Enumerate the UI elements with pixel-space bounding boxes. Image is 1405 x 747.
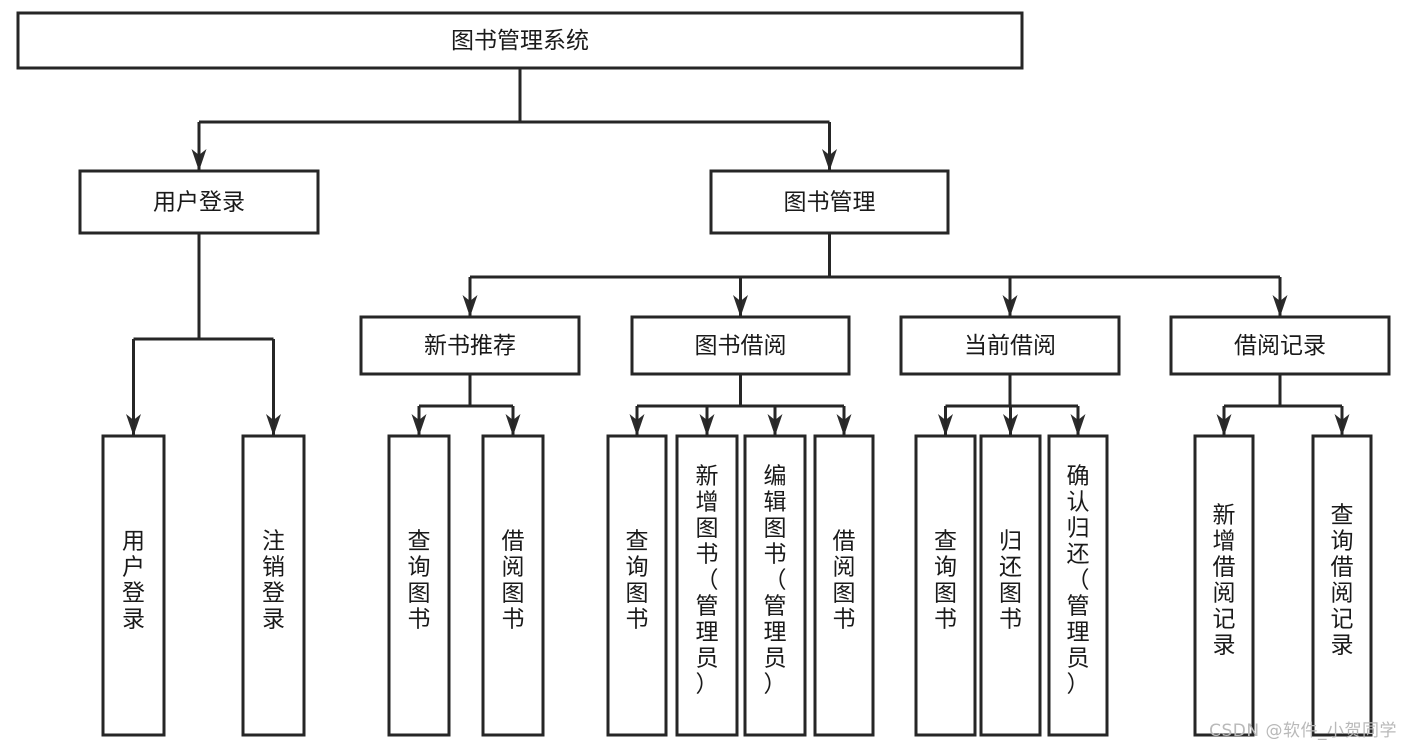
node-box-leaf-add-record[interactable] bbox=[1193, 434, 1255, 737]
node-label: 查询图书 bbox=[934, 529, 957, 633]
node-box-root[interactable] bbox=[16, 11, 1024, 70]
node-box-leaf-add-book[interactable] bbox=[675, 434, 739, 737]
node-label: 归还图书 bbox=[999, 529, 1022, 633]
node-label: 注销登录 bbox=[262, 529, 285, 633]
node-box-borrow-record[interactable] bbox=[1169, 315, 1391, 376]
node-box-leaf-logout[interactable] bbox=[241, 434, 306, 737]
node-label: 查询借阅记录 bbox=[1331, 503, 1354, 659]
node-box-leaf-query-book-2[interactable] bbox=[606, 434, 668, 737]
node-root[interactable]: 图书管理系统 bbox=[16, 11, 1024, 70]
edge-group-borrow_record bbox=[1216, 374, 1350, 436]
node-box-book-borrow[interactable] bbox=[630, 315, 851, 376]
node-leaf-query-book-2[interactable]: 查询图书 bbox=[606, 434, 668, 737]
node-label: 图书借阅 bbox=[695, 333, 787, 359]
node-label: 新书推荐 bbox=[424, 333, 516, 359]
node-label: 编辑图书（管理员） bbox=[764, 464, 787, 698]
node-book-manage[interactable]: 图书管理 bbox=[709, 169, 950, 235]
node-leaf-edit-book[interactable]: 编辑图书（管理员） bbox=[743, 434, 807, 737]
node-box-leaf-query-record[interactable] bbox=[1311, 434, 1373, 737]
node-leaf-borrow-book-2[interactable]: 借阅图书 bbox=[813, 434, 875, 737]
edge-group-new_book_rec bbox=[411, 374, 521, 436]
node-label: 借阅记录 bbox=[1234, 333, 1326, 359]
node-leaf-user-login[interactable]: 用户登录 bbox=[101, 434, 166, 737]
node-label: 新增图书（管理员） bbox=[696, 464, 719, 698]
node-leaf-query-book-1[interactable]: 查询图书 bbox=[387, 434, 451, 737]
node-leaf-logout[interactable]: 注销登录 bbox=[241, 434, 306, 737]
node-box-user-login[interactable] bbox=[78, 169, 320, 235]
node-box-new-book-rec[interactable] bbox=[359, 315, 581, 376]
node-box-leaf-borrow-book-2[interactable] bbox=[813, 434, 875, 737]
node-box-book-manage[interactable] bbox=[709, 169, 950, 235]
node-new-book-rec[interactable]: 新书推荐 bbox=[359, 315, 581, 376]
node-box-leaf-query-book-3[interactable] bbox=[914, 434, 977, 737]
node-leaf-query-record[interactable]: 查询借阅记录 bbox=[1311, 434, 1373, 737]
edge-group-book_manage bbox=[462, 233, 1288, 317]
node-leaf-add-book[interactable]: 新增图书（管理员） bbox=[675, 434, 739, 737]
node-book-borrow[interactable]: 图书借阅 bbox=[630, 315, 851, 376]
node-box-leaf-user-login[interactable] bbox=[101, 434, 166, 737]
node-layer: 图书管理系统用户登录图书管理新书推荐图书借阅当前借阅借阅记录用户登录注销登录查询… bbox=[16, 11, 1391, 737]
node-label: 图书管理 bbox=[784, 190, 876, 216]
node-leaf-confirm-return[interactable]: 确认归还（管理员） bbox=[1047, 434, 1109, 737]
node-borrow-record[interactable]: 借阅记录 bbox=[1169, 315, 1391, 376]
edge-group-book_borrow bbox=[629, 374, 852, 436]
node-label: 图书管理系统 bbox=[451, 28, 589, 54]
node-label: 当前借阅 bbox=[964, 333, 1056, 359]
node-current-borrow[interactable]: 当前借阅 bbox=[899, 315, 1121, 376]
node-label: 借阅图书 bbox=[502, 529, 525, 633]
node-box-leaf-return-book[interactable] bbox=[979, 434, 1042, 737]
node-label: 新增借阅记录 bbox=[1213, 503, 1236, 659]
node-box-current-borrow[interactable] bbox=[899, 315, 1121, 376]
node-leaf-borrow-book-1[interactable]: 借阅图书 bbox=[481, 434, 545, 737]
node-box-leaf-confirm-return[interactable] bbox=[1047, 434, 1109, 737]
edge-group-current_borrow bbox=[938, 374, 1086, 436]
node-leaf-add-record[interactable]: 新增借阅记录 bbox=[1193, 434, 1255, 737]
node-label: 借阅图书 bbox=[833, 529, 856, 633]
node-box-leaf-edit-book[interactable] bbox=[743, 434, 807, 737]
node-leaf-return-book[interactable]: 归还图书 bbox=[979, 434, 1042, 737]
node-box-leaf-query-book-1[interactable] bbox=[387, 434, 451, 737]
node-user-login[interactable]: 用户登录 bbox=[78, 169, 320, 235]
node-label: 查询图书 bbox=[408, 529, 431, 633]
node-box-leaf-borrow-book-1[interactable] bbox=[481, 434, 545, 737]
connector-layer bbox=[126, 68, 1350, 436]
edge-group-user_login bbox=[126, 233, 281, 436]
node-label: 确认归还（管理员） bbox=[1067, 464, 1090, 698]
node-leaf-query-book-3[interactable]: 查询图书 bbox=[914, 434, 977, 737]
edge-group-root bbox=[191, 68, 837, 171]
node-label: 用户登录 bbox=[122, 529, 145, 633]
node-label: 查询图书 bbox=[626, 529, 649, 633]
node-label: 用户登录 bbox=[153, 190, 245, 216]
